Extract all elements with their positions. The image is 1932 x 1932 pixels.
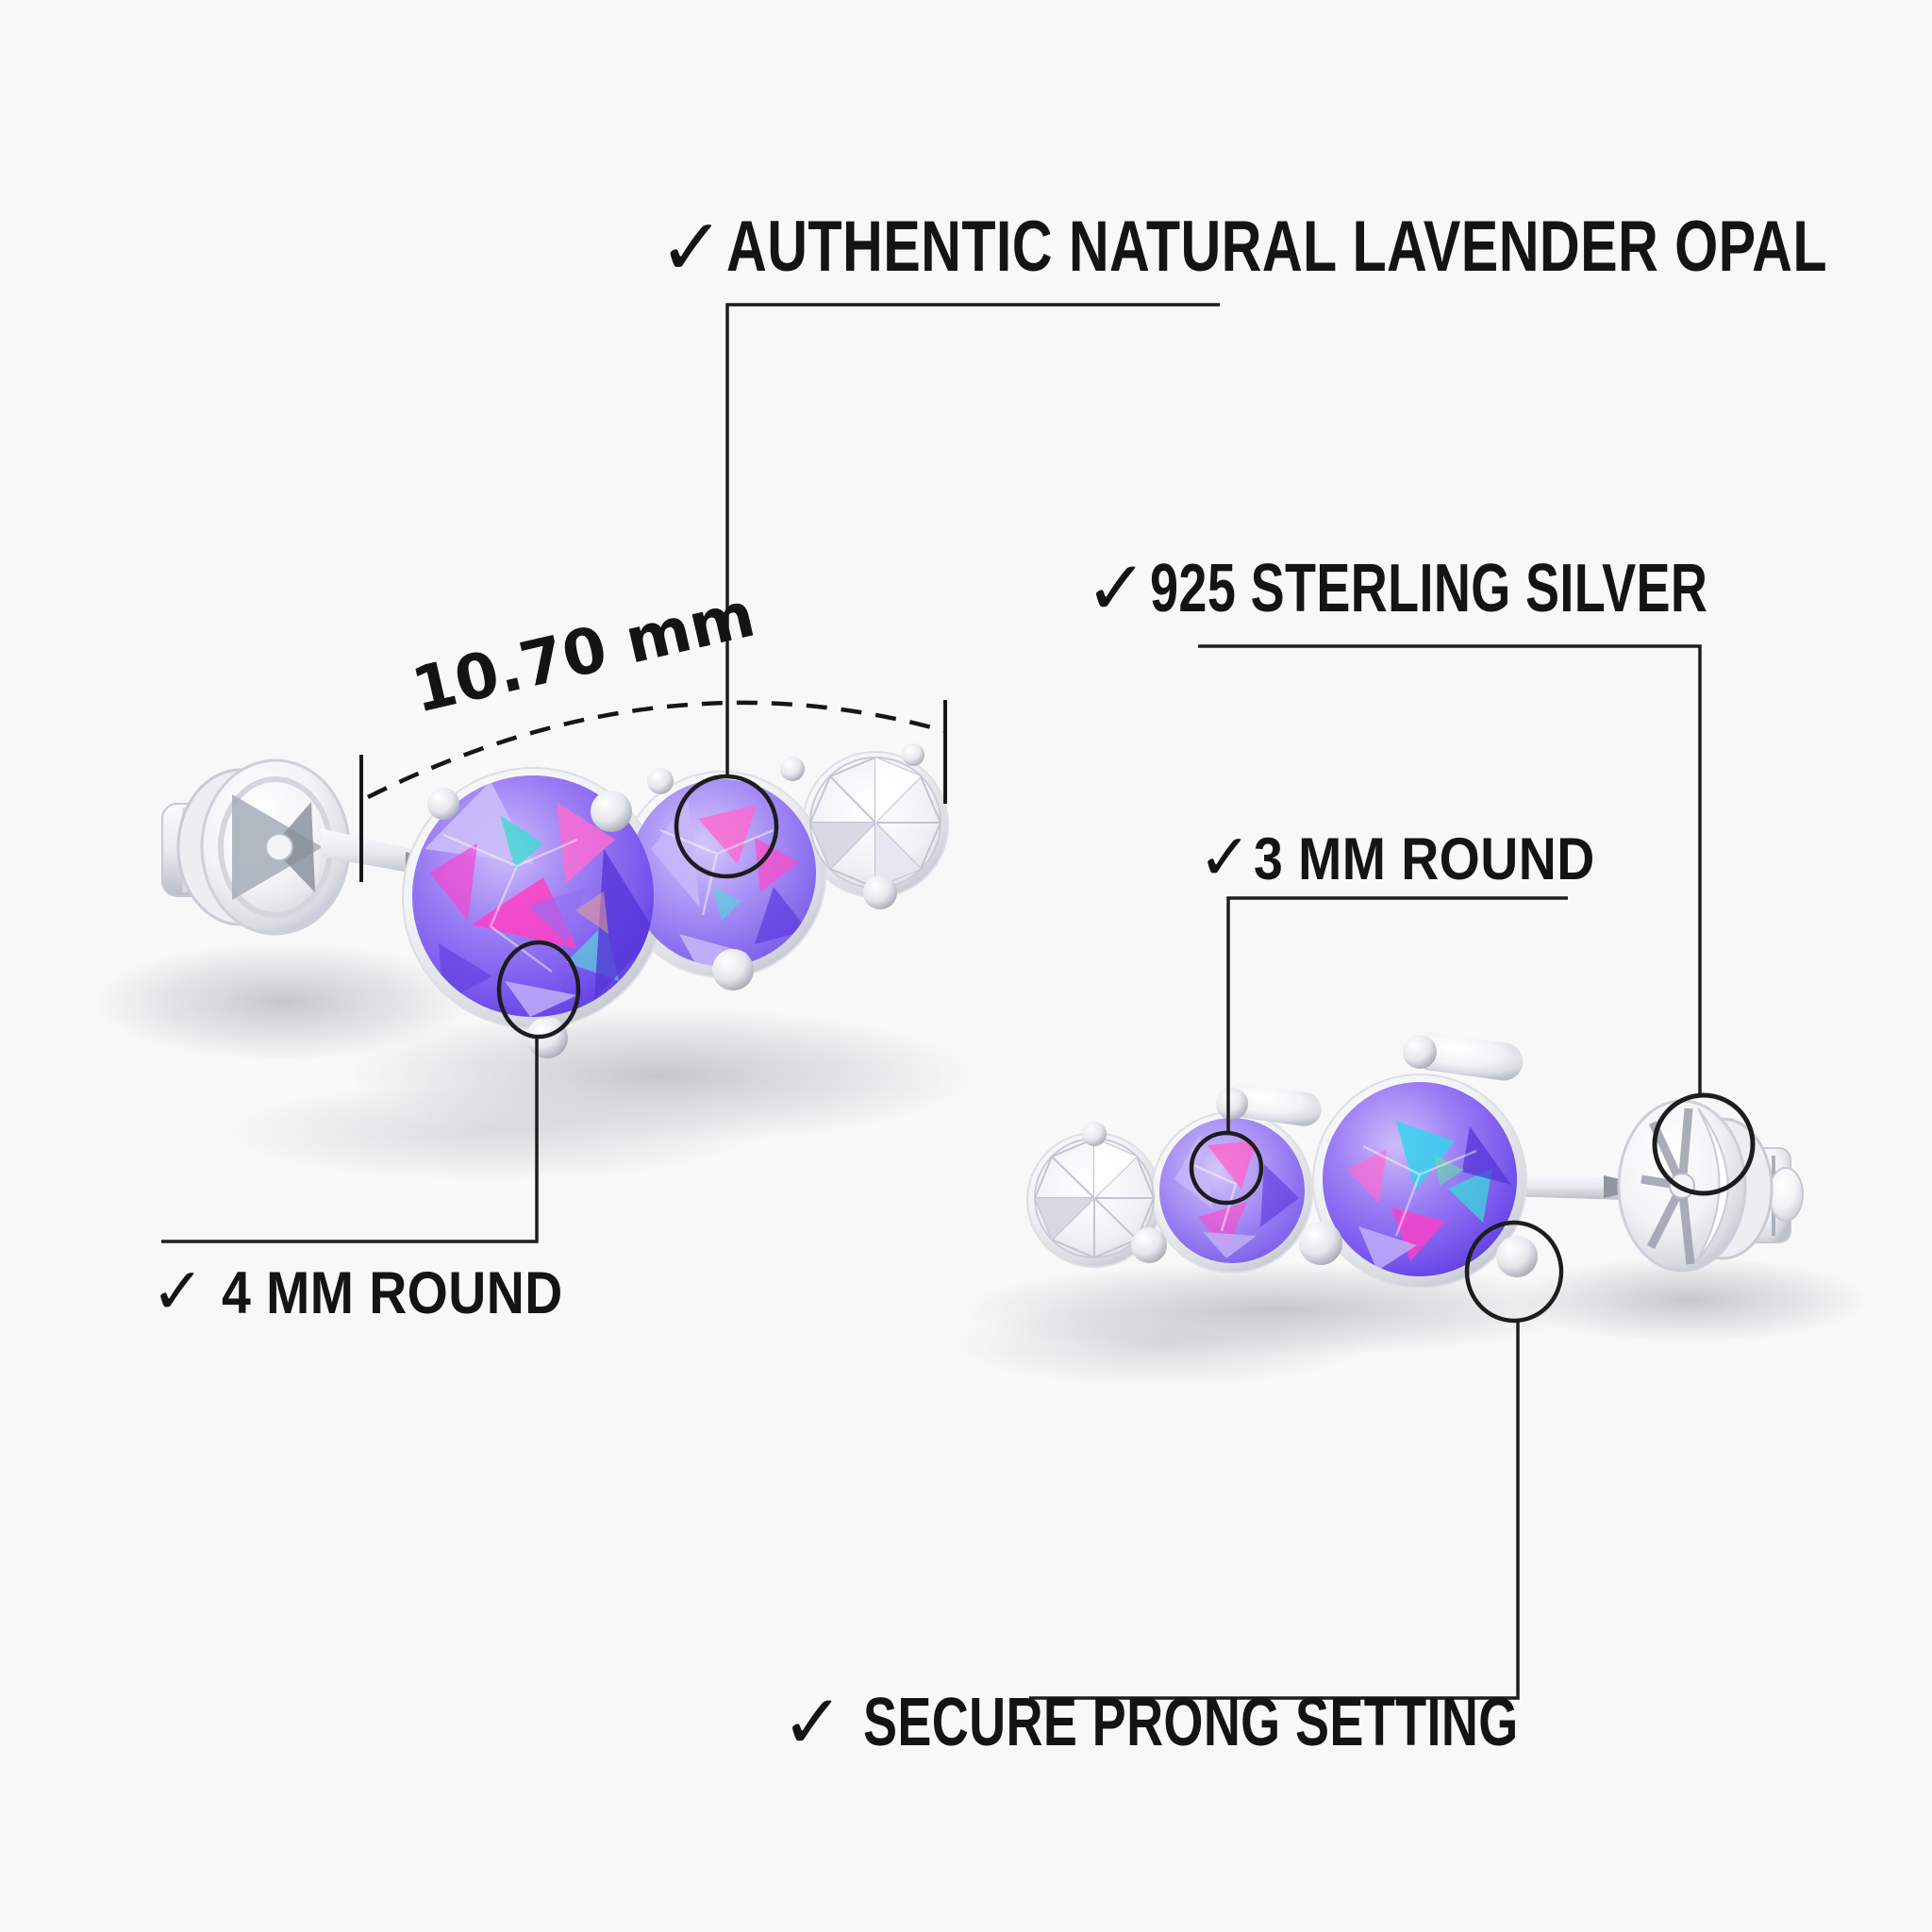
callout-circle-authentic [674,774,779,879]
left-prongs [427,743,924,1058]
feature-authentic-opal-text: AUTHENTIC NATURAL LAVENDER OPAL [726,207,1828,287]
right-post [1505,1173,1628,1200]
right-opal-4mm [1323,1082,1517,1276]
callout-circle-sterling [1652,1092,1756,1196]
dimension-dashed-arc [366,700,946,800]
dimension-measure [359,700,947,882]
left-earring-shadow [94,943,972,1181]
right-opal-3mm [1159,1118,1305,1263]
right-prongs [1082,1035,1538,1277]
checkmark-icon: ✓ [151,1255,205,1329]
callouts [161,303,1756,1700]
callout-line-4mm [161,1038,539,1243]
checkmark-icon: ✓ [781,1678,845,1766]
feature-prong-setting-text: SECURE PRONG SETTING [863,1685,1519,1760]
callout-line-authentic [725,303,1220,775]
callout-line-sterling [1198,644,1702,1094]
feature-sterling-silver-text: 925 STERLING SILVER [1150,551,1708,626]
checkmark-icon: ✓ [1198,821,1252,895]
feature-4mm-round-text: 4 MM ROUND [221,1260,563,1326]
left-opal-4mm [412,775,654,1017]
callout-circle-prong [1464,1220,1564,1324]
callout-circle-4mm [496,940,581,1040]
callout-line-3mm [1226,896,1568,1132]
checkmark-icon: ✓ [1085,544,1149,632]
feature-authentic-opal: ✓AUTHENTIC NATURAL LAVENDER OPAL [658,201,1932,293]
feature-3mm-round-text: 3 MM ROUND [1253,826,1595,892]
checkmark-icon: ✓ [658,201,725,293]
feature-sterling-silver: ✓925 STERLING SILVER [1085,551,1893,630]
left-earring [161,743,949,1058]
left-diamond [808,756,942,890]
feature-3mm-round: ✓3 MM ROUND [1198,826,1641,894]
callout-line-prong [1029,1322,1520,1700]
callout-circle-3mm [1189,1130,1264,1206]
feature-prong-setting: ✓SECURE PRONG SETTING [781,1685,1737,1764]
feature-4mm-round: ✓4 MM ROUND [151,1260,609,1328]
right-earring [1026,1032,1804,1289]
